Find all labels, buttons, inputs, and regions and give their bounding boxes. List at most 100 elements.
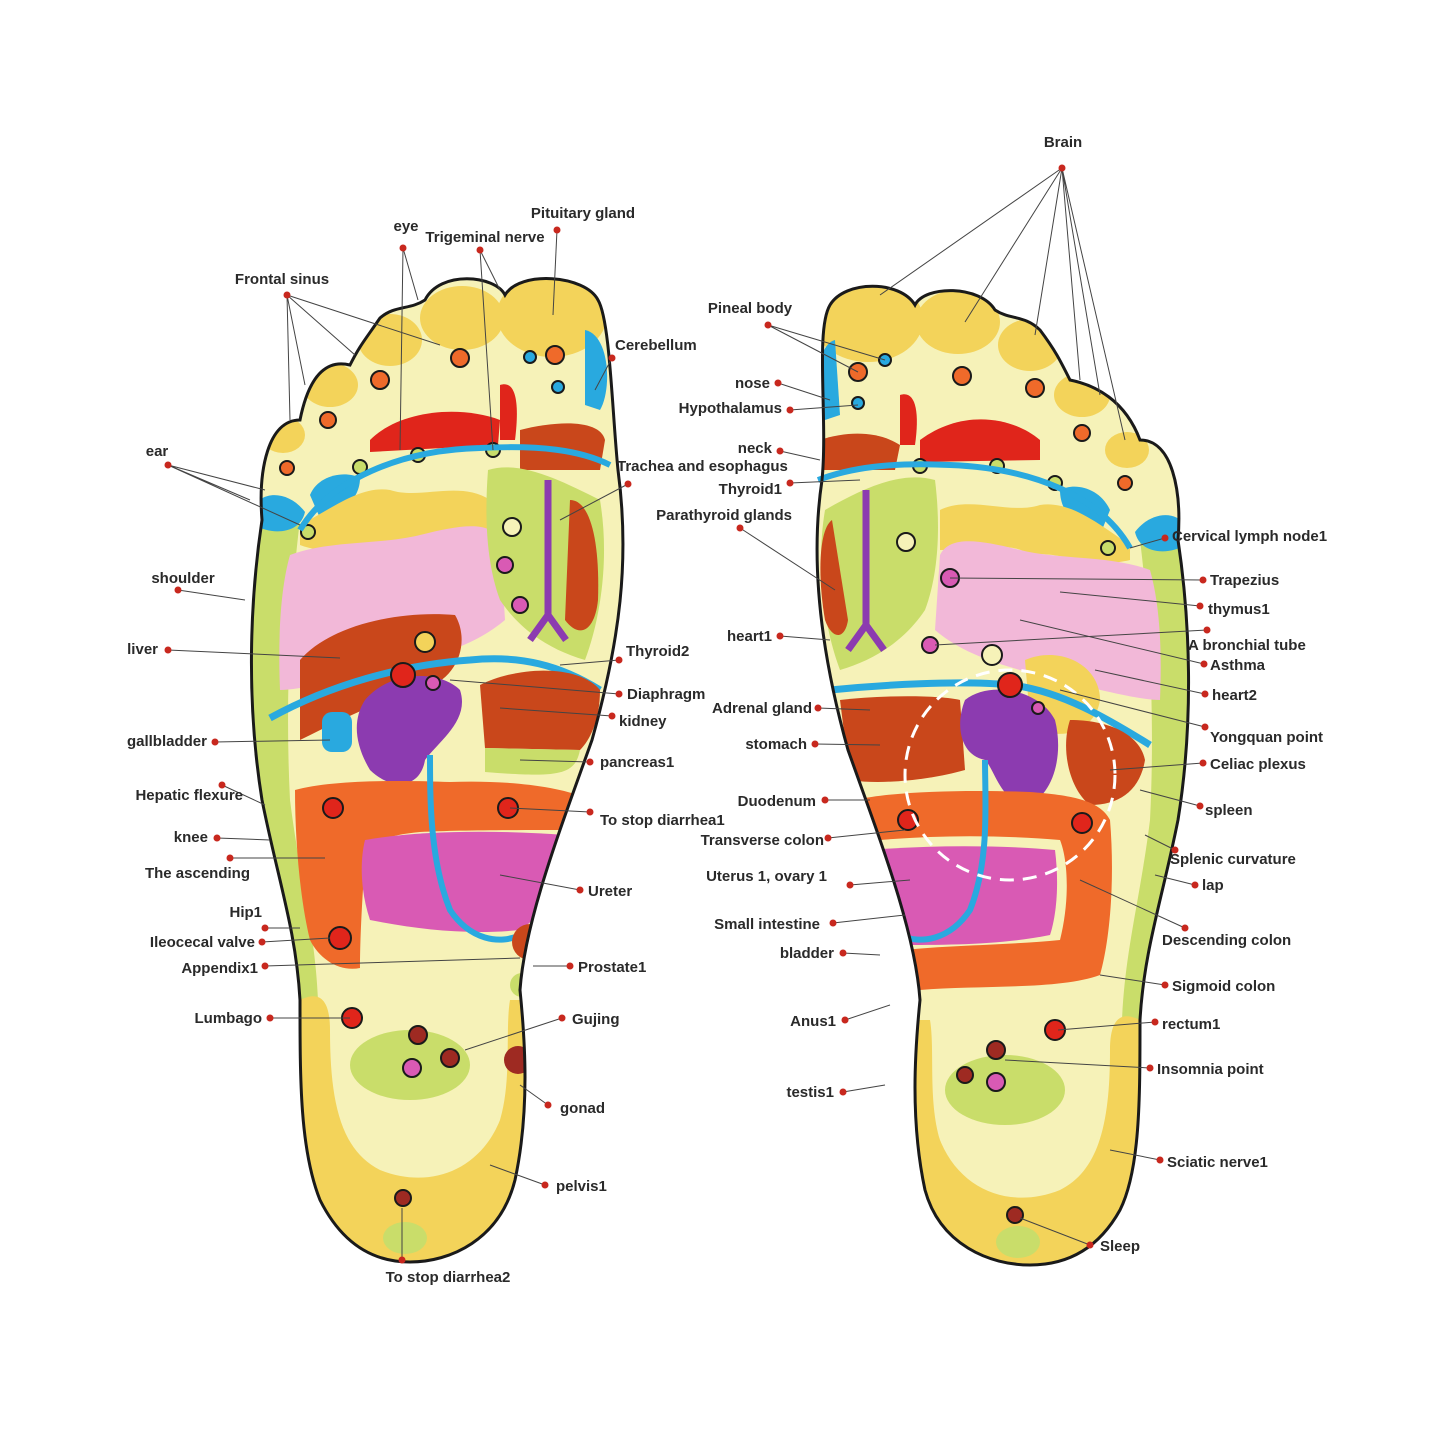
right-heel-band [900,1016,1160,1265]
right-insomnia-zone [945,1055,1065,1125]
right-marker-13 [1031,701,1045,715]
right-stomach-purple [960,689,1059,805]
label-thyroid2: Thyroid2 [626,643,689,660]
right-toe2-tip [916,290,1000,354]
label-uterus-ovary: Uterus 1, ovary 1 [706,868,827,885]
label-bronchial-tube: A bronchial tube [1188,637,1306,654]
label-anus1: Anus1 [790,1013,836,1030]
label-frontal-sinus: Frontal sinus [235,271,329,288]
right-marker-19 [956,1066,974,1084]
label-adrenal-gland: Adrenal gland [712,700,812,717]
label-gonad: gonad [560,1100,605,1117]
right-ureter-line [898,759,989,943]
leader-lines [167,167,1208,1260]
right-yongquan-ring [903,668,1117,882]
label-pituitary-gland: Pituitary gland [531,205,635,222]
right-trachea-lines [845,490,887,653]
left-marker-10 [511,596,529,614]
label-liver: liver [127,641,158,658]
left-gallbladder-zone [322,712,352,752]
label-neck: neck [738,440,773,457]
label-diaphragm: Diaphragm [627,686,705,703]
left-marker-6 [523,350,537,364]
left-marker-11 [414,631,436,653]
label-heart1: heart1 [727,628,772,645]
label-ileocecal-valve: Ileocecal valve [150,934,255,951]
left-marker-2 [370,370,390,390]
left-marker-9 [496,556,514,574]
left-diaphragm-line [268,655,602,722]
label-stomach: stomach [745,736,807,753]
label-insomnia: Insomnia point [1157,1061,1264,1078]
right-thyroid-zone [820,477,938,670]
right-marker-16 [1044,1019,1066,1041]
right-marker-15 [1071,812,1093,834]
left-toe2-tip [420,286,504,350]
right-marker-12 [997,672,1023,698]
right-spleen-rust [1066,720,1145,805]
left-marker-21 [394,1189,412,1207]
right-red-bigtoe-patch [900,394,917,445]
leader-dots [164,164,1211,1264]
label-thymus1: thymus1 [1208,601,1270,618]
left-heel-bottom-zone [383,1222,427,1254]
label-pancreas1: pancreas1 [600,754,674,771]
left-cerebellum-zone [585,330,608,410]
right-heel-bottom-zone [996,1226,1040,1258]
label-transverse-colon: Transverse colon [701,832,824,849]
right-intestine-zone [869,846,1058,945]
right-marker-18 [986,1072,1006,1092]
label-hypothalamus: Hypothalamus [679,400,782,417]
left-heel-band [280,996,540,1262]
left-marker-20 [440,1048,460,1068]
label-thyroid1: Thyroid1 [719,481,782,498]
right-neck-line [816,461,1133,550]
right-neck-zone [940,504,1130,563]
label-splenic-curvature: Splenic curvature [1170,851,1296,868]
left-marker-5 [545,345,565,365]
label-duodenum: Duodenum [738,793,816,810]
label-small-intestine: Small intestine [714,916,820,933]
label-trachea: Trachea and esophagus [617,458,788,475]
right-marker-11 [981,644,1003,666]
left-big-toe-tip [497,278,607,357]
left-marker-4 [279,460,295,476]
label-descending-colon: Descending colon [1162,932,1291,949]
left-red-bigtoe-patch [500,384,517,440]
label-prostate1: Prostate1 [578,959,646,976]
right-big-toe-tip [817,286,923,362]
label-ascending: The ascending [145,865,250,882]
left-node-1 [300,524,316,540]
label-hip1: Hip1 [229,904,262,921]
right-parathyroid-rust [820,520,848,635]
label-pelvis1: pelvis1 [556,1178,607,1195]
left-ureter-line [427,754,522,943]
right-marker-7 [851,396,865,410]
right-ear-zone-2 [1060,486,1110,535]
right-marker-20 [1006,1206,1024,1224]
label-ureter: Ureter [588,883,632,900]
left-marker-19 [402,1058,422,1078]
label-kidney: kidney [619,713,667,730]
right-marker-3 [1073,424,1091,442]
label-knee: knee [174,829,208,846]
label-eye: eye [393,218,418,235]
left-marker-16 [328,926,352,950]
label-celiac-plexus: Celiac plexus [1210,756,1306,773]
label-trigeminal-nerve: Trigeminal nerve [425,229,544,246]
right-marker-4 [1117,475,1133,491]
left-kidney-zone [480,670,600,750]
label-spleen: spleen [1205,802,1253,819]
right-foot-labels: Brain Pineal body nose Hypothalamus neck… [656,134,1327,1255]
label-pineal-body: Pineal body [708,300,793,317]
label-lumbago: Lumbago [195,1010,263,1027]
left-marker-12 [390,662,416,688]
right-marker-8 [896,532,916,552]
right-marker-2 [1025,378,1045,398]
right-testis-zone [884,1066,912,1094]
label-cerebellum: Cerebellum [615,337,697,354]
left-foot-labels: Frontal sinus eye Trigeminal nerve Pitui… [127,205,788,1286]
label-lap: lap [1202,877,1224,894]
right-toe4-tip [1054,373,1110,417]
